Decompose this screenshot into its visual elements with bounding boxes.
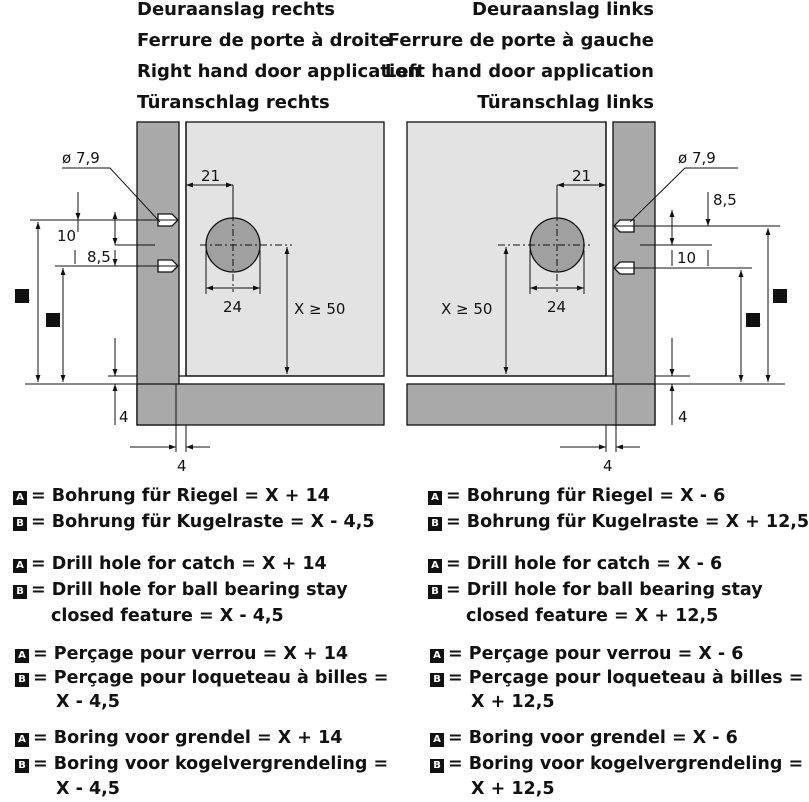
right-21-label: 21 bbox=[572, 167, 591, 185]
right-4h-label: 4 bbox=[603, 457, 613, 475]
legend-text: X + 12,5 bbox=[471, 692, 555, 712]
right-85-label: 8,5 bbox=[713, 191, 737, 209]
legend-text: = Bohrung für Kugelraste = X - 4,5 bbox=[31, 512, 375, 532]
legend-right-row: B = Bohrung für Kugelraste = X + 12,5 bbox=[428, 510, 809, 535]
header-left-fr: Ferrure de porte à droite bbox=[137, 30, 391, 51]
key-badge: A bbox=[430, 733, 444, 747]
header-left-de: Türanschlag rechts bbox=[137, 92, 330, 113]
left-24-label: 24 bbox=[223, 298, 242, 316]
legend-left-row: A = Boring voor grendel = X + 14 bbox=[15, 726, 342, 751]
header-right-de: Türanschlag links bbox=[477, 92, 654, 113]
legend-text: = Boring voor grendel = X + 14 bbox=[33, 728, 343, 748]
legend-text: = Perçage pour verrou = X - 6 bbox=[448, 644, 744, 664]
legend-text: X + 12,5 bbox=[471, 779, 555, 799]
legend-text: = Bohrung für Riegel = X + 14 bbox=[31, 486, 330, 506]
key-badge: A bbox=[15, 733, 29, 747]
legend-text: = Boring voor grendel = X - 6 bbox=[448, 728, 738, 748]
key-badge: A bbox=[13, 491, 27, 505]
key-badge: A bbox=[430, 649, 444, 663]
left-85-label: 8,5 bbox=[87, 248, 111, 266]
left-frame-bottom bbox=[136, 383, 385, 426]
key-badge: A bbox=[428, 491, 442, 505]
legend-text: = Perçage pour loqueteau à billes = bbox=[448, 668, 804, 688]
legend-text: closed feature = X - 4,5 bbox=[51, 606, 284, 626]
legend-text: = Boring voor kogelvergrendeling = bbox=[33, 754, 389, 774]
right-dimension-labels: ø 7,9 21 8,5 10 24 X ≥ 50 4 4 B A bbox=[441, 149, 787, 475]
key-badge: B bbox=[428, 517, 442, 531]
key-badge: B bbox=[13, 585, 27, 599]
legend-left-row: B = Boring voor kogelvergrendeling = bbox=[15, 752, 388, 777]
legend-right-row: A = Drill hole for catch = X - 6 bbox=[428, 552, 722, 577]
left-frame-vertical bbox=[136, 121, 180, 426]
left-4v-label: 4 bbox=[119, 408, 129, 426]
legend-right-row: A = Bohrung für Riegel = X - 6 bbox=[428, 484, 725, 509]
legend-right-row: B = Drill hole for ball bearing stay bbox=[428, 578, 763, 603]
left-21-label: 21 bbox=[201, 167, 220, 185]
legend-text: = Drill hole for catch = X + 14 bbox=[31, 554, 327, 574]
legend-right-row: A = Perçage pour verrou = X - 6 bbox=[430, 642, 743, 667]
right-x-label: X ≥ 50 bbox=[441, 300, 492, 318]
legend-text: X - 4,5 bbox=[56, 692, 120, 712]
right-frame-bottom bbox=[406, 383, 656, 426]
right-drawing bbox=[406, 121, 785, 452]
legend-left-row: closed feature = X - 4,5 bbox=[51, 604, 284, 629]
legend-text: = Bohrung für Riegel = X - 6 bbox=[446, 486, 726, 506]
header-right-nl: Deuraanslag links bbox=[472, 0, 654, 20]
key-badge: B bbox=[430, 673, 444, 687]
legend-left-row: B = Bohrung für Kugelraste = X - 4,5 bbox=[13, 510, 375, 535]
legend-right-row: X + 12,5 bbox=[471, 777, 555, 802]
legend-text: = Bohrung für Kugelraste = X + 12,5 bbox=[446, 512, 809, 532]
legend-right-row: closed feature = X + 12,5 bbox=[466, 604, 718, 629]
legend-text: = Drill hole for ball bearing stay bbox=[31, 580, 348, 600]
legend-text: = Boring voor kogelvergrendeling = bbox=[448, 754, 804, 774]
legend-left-row: A = Bohrung für Riegel = X + 14 bbox=[13, 484, 330, 509]
left-hole-dia-label: ø 7,9 bbox=[62, 149, 100, 167]
legend-left-row: X - 4,5 bbox=[56, 777, 120, 802]
legend-left-row: A = Perçage pour verrou = X + 14 bbox=[15, 642, 348, 667]
legend-left-row: X - 4,5 bbox=[56, 690, 120, 715]
legend-left-row: A = Drill hole for catch = X + 14 bbox=[13, 552, 327, 577]
key-badge: A bbox=[15, 649, 29, 663]
legend-text: = Perçage pour verrou = X + 14 bbox=[33, 644, 349, 664]
header-left: Deuraanslag rechts Ferrure de porte à dr… bbox=[137, 0, 420, 118]
legend-text: X - 4,5 bbox=[56, 779, 120, 799]
header-right-fr: Ferrure de porte à gauche bbox=[387, 30, 654, 51]
left-10-label: 10 bbox=[57, 227, 76, 245]
right-key-b: B bbox=[776, 287, 787, 305]
legend-text: = Drill hole for catch = X - 6 bbox=[446, 554, 723, 574]
left-4h-label: 4 bbox=[177, 457, 187, 475]
legend-right-row: X + 12,5 bbox=[471, 690, 555, 715]
right-10-label: 10 bbox=[677, 249, 696, 267]
left-key-b: B bbox=[49, 311, 60, 329]
left-drawing bbox=[25, 121, 385, 452]
key-badge: A bbox=[428, 559, 442, 573]
legend-text: closed feature = X + 12,5 bbox=[466, 606, 719, 626]
key-badge: B bbox=[428, 585, 442, 599]
header-right-en: Left hand door application bbox=[384, 61, 654, 82]
legend-text: = Drill hole for ball bearing stay bbox=[446, 580, 763, 600]
right-hole-dia-label: ø 7,9 bbox=[678, 149, 716, 167]
right-4v-label: 4 bbox=[678, 408, 688, 426]
legend-right-row: B = Perçage pour loqueteau à billes = bbox=[430, 666, 803, 691]
legend-left-row: B = Drill hole for ball bearing stay bbox=[13, 578, 348, 603]
key-badge: B bbox=[13, 517, 27, 531]
right-24-label: 24 bbox=[547, 298, 566, 316]
legend-left-row: B = Perçage pour loqueteau à billes = bbox=[15, 666, 388, 691]
legend-text: = Perçage pour loqueteau à billes = bbox=[33, 668, 389, 688]
left-key-a: A bbox=[18, 287, 30, 305]
header-left-en: Right hand door application bbox=[137, 61, 421, 82]
left-dimension-labels: ø 7,9 21 10 8,5 24 X ≥ 50 4 4 A B bbox=[15, 149, 345, 475]
legend-right-row: A = Boring voor grendel = X - 6 bbox=[430, 726, 738, 751]
key-badge: B bbox=[15, 673, 29, 687]
header-left-nl: Deuraanslag rechts bbox=[137, 0, 336, 20]
right-key-a: A bbox=[749, 311, 761, 329]
header-right: Deuraanslag links Ferrure de porte à gau… bbox=[385, 0, 654, 118]
key-badge: B bbox=[430, 759, 444, 773]
legend-right-row: B = Boring voor kogelvergrendeling = bbox=[430, 752, 803, 777]
key-badge: A bbox=[13, 559, 27, 573]
left-x-label: X ≥ 50 bbox=[294, 300, 345, 318]
key-badge: B bbox=[15, 759, 29, 773]
